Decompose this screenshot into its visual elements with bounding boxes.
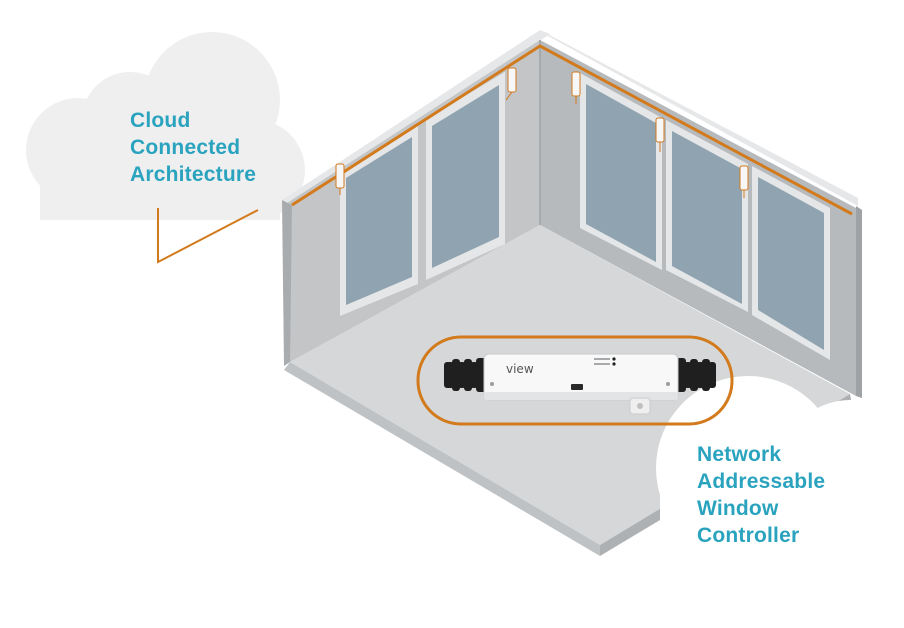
device-brand-logo: view (506, 362, 534, 376)
cloud-callout-line-2: Connected (130, 136, 241, 159)
network-cable (291, 44, 853, 216)
right-connector (676, 358, 716, 392)
controller-callout-line-1: Network (697, 443, 782, 466)
window-controller-device: view (444, 353, 716, 415)
controller-node-4 (655, 117, 665, 152)
controller-node-2 (505, 67, 517, 101)
controller-node-5 (739, 165, 749, 198)
controller-callout-line-4: Controller (697, 524, 800, 547)
right-wall-top (540, 30, 858, 206)
cloud-shape-upper (26, 32, 305, 220)
left-connector (444, 358, 486, 392)
cloud-callout-line-3: Architecture (130, 163, 257, 186)
controller-callout-label: Network Addressable Window Controller (697, 441, 825, 549)
right-wall-edge (856, 206, 862, 398)
left-wall-edge (282, 200, 292, 366)
controller-node-1 (335, 163, 345, 195)
controller-highlight-ring (416, 335, 734, 426)
controller-callout-line-3: Window (697, 497, 779, 520)
floor-edge-left (284, 362, 600, 556)
wall-controllers (335, 67, 749, 198)
controller-callout-line-2: Addressable (697, 470, 826, 493)
cloud-callout-line-1: Cloud (130, 109, 191, 132)
right-wall-windows (580, 73, 830, 360)
left-wall-windows (340, 72, 505, 316)
status-port (571, 384, 583, 390)
left-wall-top (282, 30, 550, 205)
controller-node-3 (571, 71, 581, 104)
cloud-callout-label: Cloud Connected Architecture (130, 107, 256, 188)
callout-leader-line (157, 208, 259, 264)
